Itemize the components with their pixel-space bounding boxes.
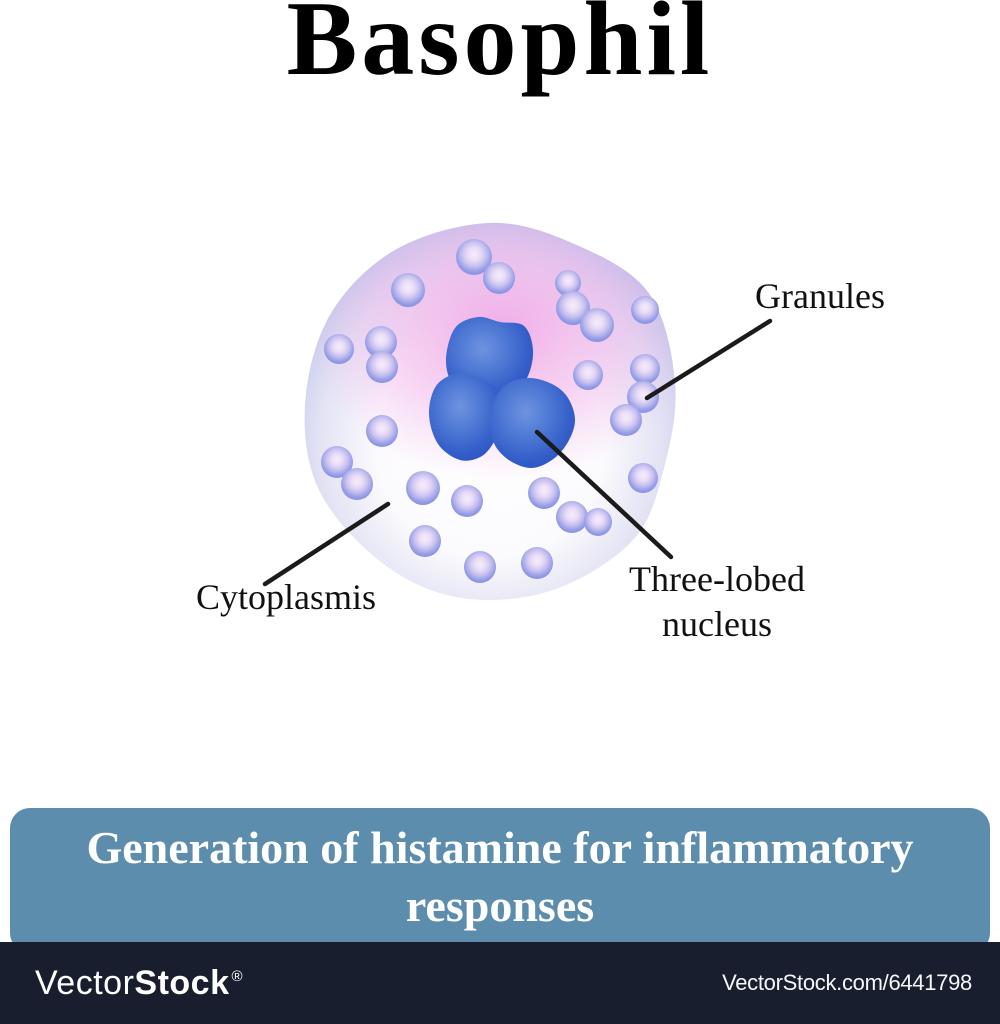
cell-figure — [262, 222, 773, 600]
nucleus-lobe-left — [428, 373, 504, 461]
granule — [409, 525, 441, 557]
granules-pointer-line — [644, 318, 773, 401]
granules-group — [321, 239, 660, 583]
granule — [631, 296, 659, 324]
granule — [366, 415, 398, 447]
granule — [573, 360, 603, 390]
page-title: Basophil — [286, 0, 714, 97]
brand-name-light: Vector — [35, 963, 135, 1002]
granule — [556, 291, 590, 325]
granule — [391, 273, 425, 307]
granule — [630, 354, 660, 384]
registered-mark: ® — [231, 967, 244, 985]
nucleus-label: Three-lobed nucleus — [629, 559, 805, 644]
nucleus-pointer-line — [534, 429, 674, 560]
granule — [451, 485, 483, 517]
granule — [556, 501, 588, 533]
granule — [580, 308, 614, 342]
granules-label: Granules — [755, 276, 885, 316]
granule — [321, 446, 353, 478]
granule — [366, 351, 398, 383]
granule — [365, 326, 397, 358]
cytoplasm-label: Cytoplasmis — [195, 577, 377, 617]
pointer-lines — [262, 318, 773, 587]
granule — [324, 334, 354, 364]
granule — [555, 270, 581, 296]
cytoplasm-pointer-line — [262, 501, 391, 587]
granule — [628, 463, 658, 493]
granule — [483, 262, 515, 294]
granule — [584, 508, 612, 536]
granule — [464, 551, 496, 583]
granule — [456, 239, 492, 275]
brand-logo: VectorStock® — [35, 964, 243, 1003]
credit-url: VectorStock.com/6441798 — [722, 970, 972, 995]
granule — [341, 468, 373, 500]
granule — [627, 381, 659, 413]
granule — [610, 404, 642, 436]
granule — [528, 477, 560, 509]
granule — [521, 547, 553, 579]
caption-banner: Generation of histamine for inflammatory… — [10, 808, 990, 953]
watermark-bar: VectorStock® VectorStock.com/6441798 — [0, 942, 1000, 1024]
caption-text: Generation of histamine for inflammatory… — [86, 822, 914, 931]
brand-name-bold: Stock — [134, 963, 230, 1002]
granule — [406, 471, 440, 505]
